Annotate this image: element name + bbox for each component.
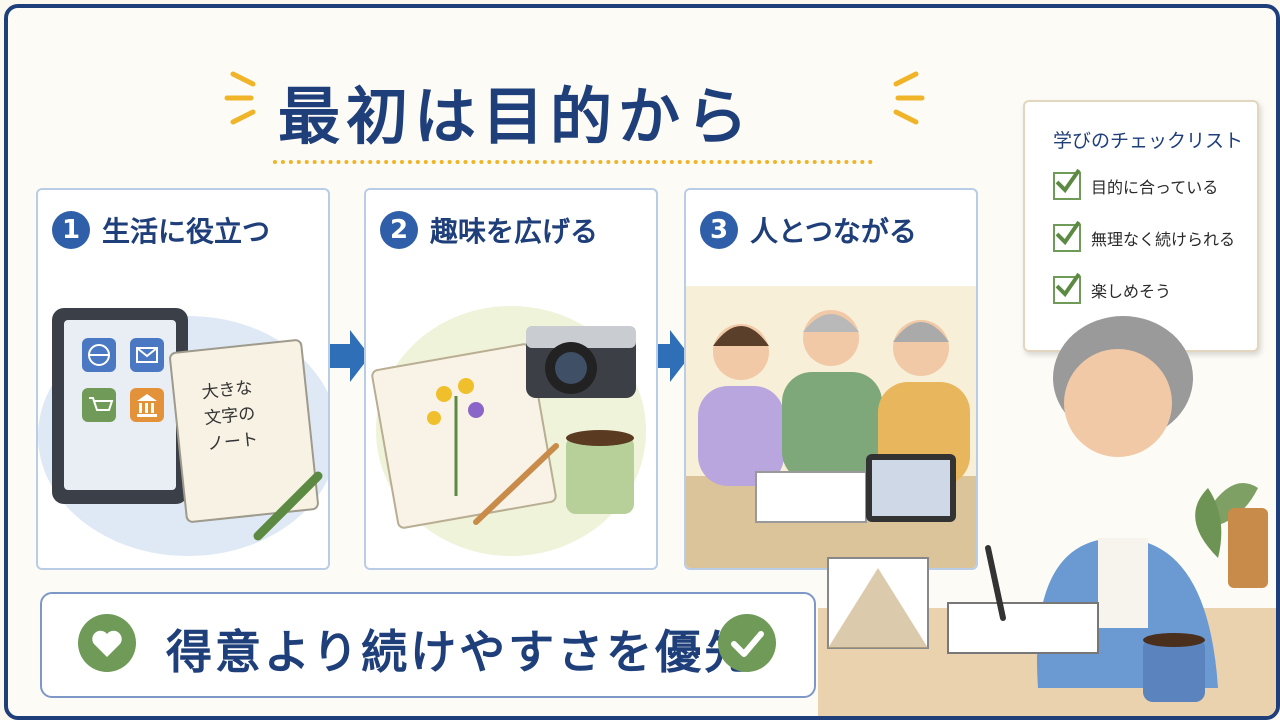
panel-header: 1 生活に役立つ [52, 210, 270, 250]
checklist-item: 無理なく続けられる [1053, 220, 1236, 252]
arrow-right-icon [330, 330, 370, 382]
step-number-badge: 3 [700, 211, 738, 249]
panel-header: 3 人とつながる [700, 210, 917, 250]
slide-frame: 最初は目的から 1 生活に役立つ 大きな 文字の ノート 2 [4, 4, 1280, 720]
mail-icon [130, 338, 164, 372]
cart-icon [82, 388, 116, 422]
banner-text: 得意より続けやすさを優先 [166, 625, 754, 679]
step-number-badge: 2 [380, 211, 418, 249]
arrow-right-icon [650, 330, 690, 382]
panel-header: 2 趣味を広げる [380, 210, 598, 250]
checklist-title: 学びのチェックリスト [1053, 130, 1244, 152]
checklist-item-label: 目的に合っている [1091, 178, 1219, 197]
priority-banner: 得意より続けやすさを優先 [40, 592, 816, 698]
title-underline [273, 160, 873, 168]
camera-icon [526, 326, 636, 398]
check-icon [718, 614, 776, 672]
tablet-notebook-illustration: 大きな 文字の ノート [38, 308, 328, 556]
panel-title: 人とつながる [750, 215, 917, 248]
checklist-item-label: 無理なく続けられる [1091, 230, 1236, 249]
woman-writing-illustration [818, 316, 1276, 716]
panel-hobby: 2 趣味を広げる [364, 188, 658, 570]
learning-checklist: 学びのチェックリスト 目的に合っている 無理なく続けられる 楽しめそう [1023, 100, 1259, 352]
check-icon [1053, 272, 1081, 304]
panel-title: 生活に役立つ [102, 215, 271, 248]
check-icon [1053, 168, 1081, 200]
panel-daily-life: 1 生活に役立つ 大きな 文字の ノート [36, 188, 330, 570]
title-spark-right [893, 71, 925, 125]
checklist-item: 楽しめそう [1053, 272, 1172, 304]
heart-icon [78, 614, 136, 672]
panel-title: 趣味を広げる [430, 215, 599, 248]
checklist-item: 目的に合っている [1053, 168, 1219, 200]
group-conversation-illustration [686, 286, 976, 568]
page-title: 最初は目的から [278, 80, 755, 153]
panel-connect: 3 人とつながる [684, 188, 978, 570]
check-icon [1053, 220, 1081, 252]
step-number-badge: 1 [52, 211, 90, 249]
globe-icon [82, 338, 116, 372]
title-spark-left [224, 71, 256, 125]
checklist-item-label: 楽しめそう [1091, 282, 1172, 301]
bank-icon [130, 388, 164, 422]
sketchbook-camera-illustration [371, 306, 646, 556]
